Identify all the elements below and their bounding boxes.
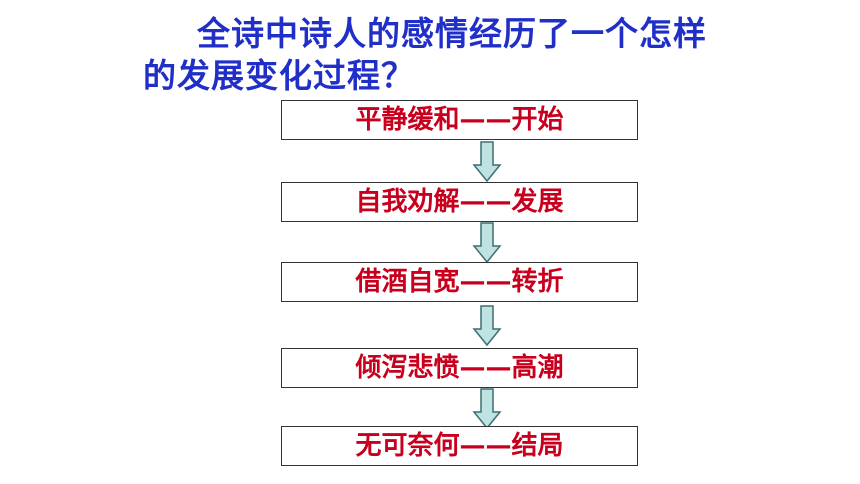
down-arrow-icon — [472, 222, 502, 264]
flow-step-development: 自我劝解——发展 — [281, 182, 638, 222]
flow-step-turn-label: 借酒自宽——转折 — [355, 267, 564, 297]
flow-step-climax: 倾泻悲愤——高潮 — [281, 348, 638, 388]
question-heading: 全诗中诗人的感情经历了一个怎样 的发展变化过程？ — [0, 0, 860, 110]
down-arrow-icon — [472, 141, 502, 183]
down-arrow-icon — [472, 305, 502, 347]
flow-step-development-label: 自我劝解——发展 — [355, 187, 564, 217]
flow-step-ending: 无可奈何——结局 — [281, 426, 638, 466]
flow-step-start-label: 平静缓和——开始 — [355, 105, 564, 135]
flow-step-climax-label: 倾泻悲愤——高潮 — [355, 353, 564, 383]
question-line-2: 的发展变化过程？ — [143, 56, 415, 95]
question-line-1: 全诗中诗人的感情经历了一个怎样 — [197, 14, 707, 53]
flow-step-ending-label: 无可奈何——结局 — [355, 431, 564, 461]
flow-step-start: 平静缓和——开始 — [281, 100, 638, 140]
flow-step-turn: 借酒自宽——转折 — [281, 262, 638, 302]
down-arrow-icon — [472, 388, 502, 430]
